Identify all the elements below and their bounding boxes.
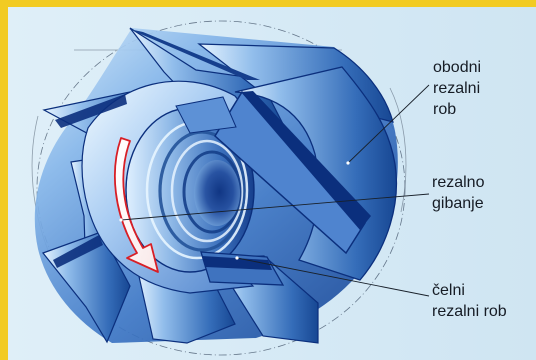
bore-inner-shadow <box>194 160 240 226</box>
label-face-cutting-edge: čelni rezalni rob <box>432 280 507 322</box>
label-peripheral-cutting-edge: obodni rezalni rob <box>433 57 481 120</box>
milling-cutter <box>35 28 398 343</box>
label-cutting-motion: rezalno gibanje <box>432 172 484 214</box>
